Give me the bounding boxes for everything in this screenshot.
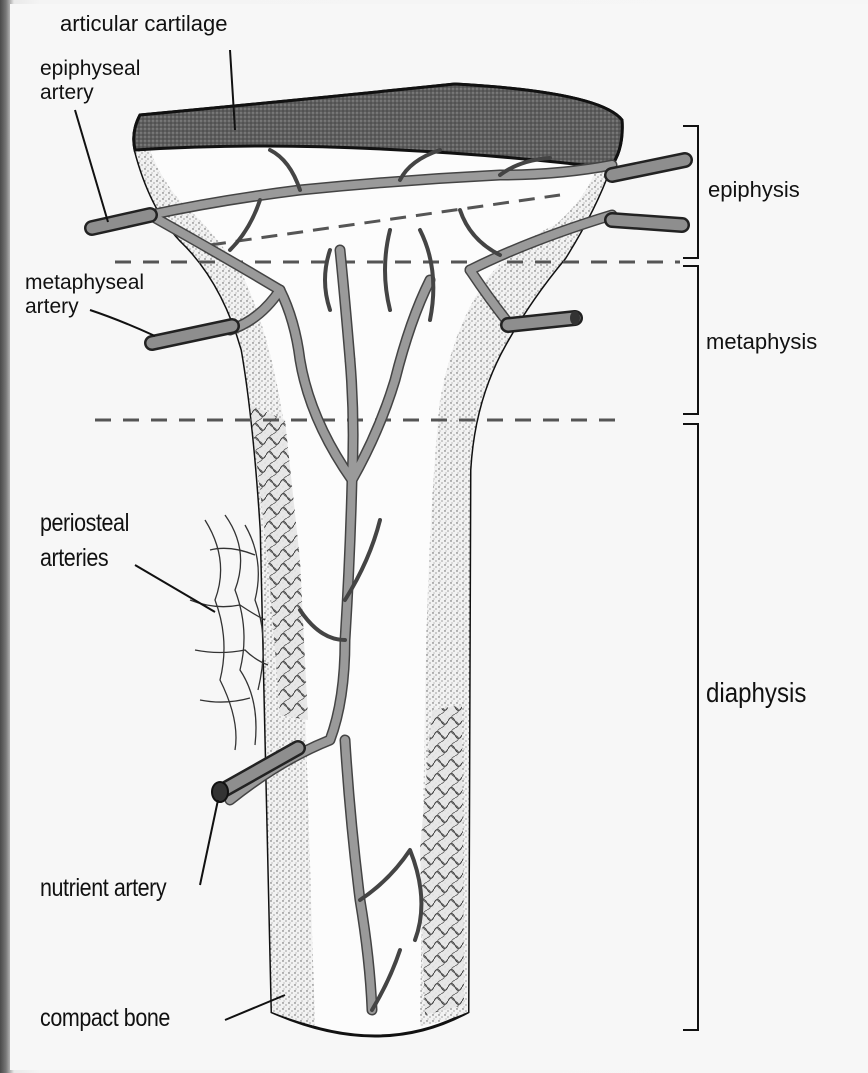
label-epiphyseal-artery-2: artery [40, 82, 94, 104]
label-compact-bone: compact bone [40, 1005, 170, 1031]
label-epiphyseal-artery-1: epiphyseal [40, 58, 140, 80]
label-metaphysis: metaphysis [706, 330, 817, 353]
label-nutrient-artery: nutrient artery [40, 875, 166, 901]
label-metaphyseal-artery-1: metaphyseal [25, 272, 144, 294]
label-epiphysis: epiphysis [708, 178, 800, 201]
label-diaphysis: diaphysis [706, 678, 806, 707]
label-metaphyseal-artery-2: artery [25, 296, 79, 318]
region-brackets [683, 126, 698, 1030]
bone-outline [134, 84, 622, 1036]
label-periosteal-arteries-1: periosteal [40, 510, 129, 536]
label-articular-cartilage: articular cartilage [60, 12, 228, 35]
periosteal-artery-network [190, 515, 268, 750]
label-periosteal-arteries-2: arteries [40, 545, 108, 571]
